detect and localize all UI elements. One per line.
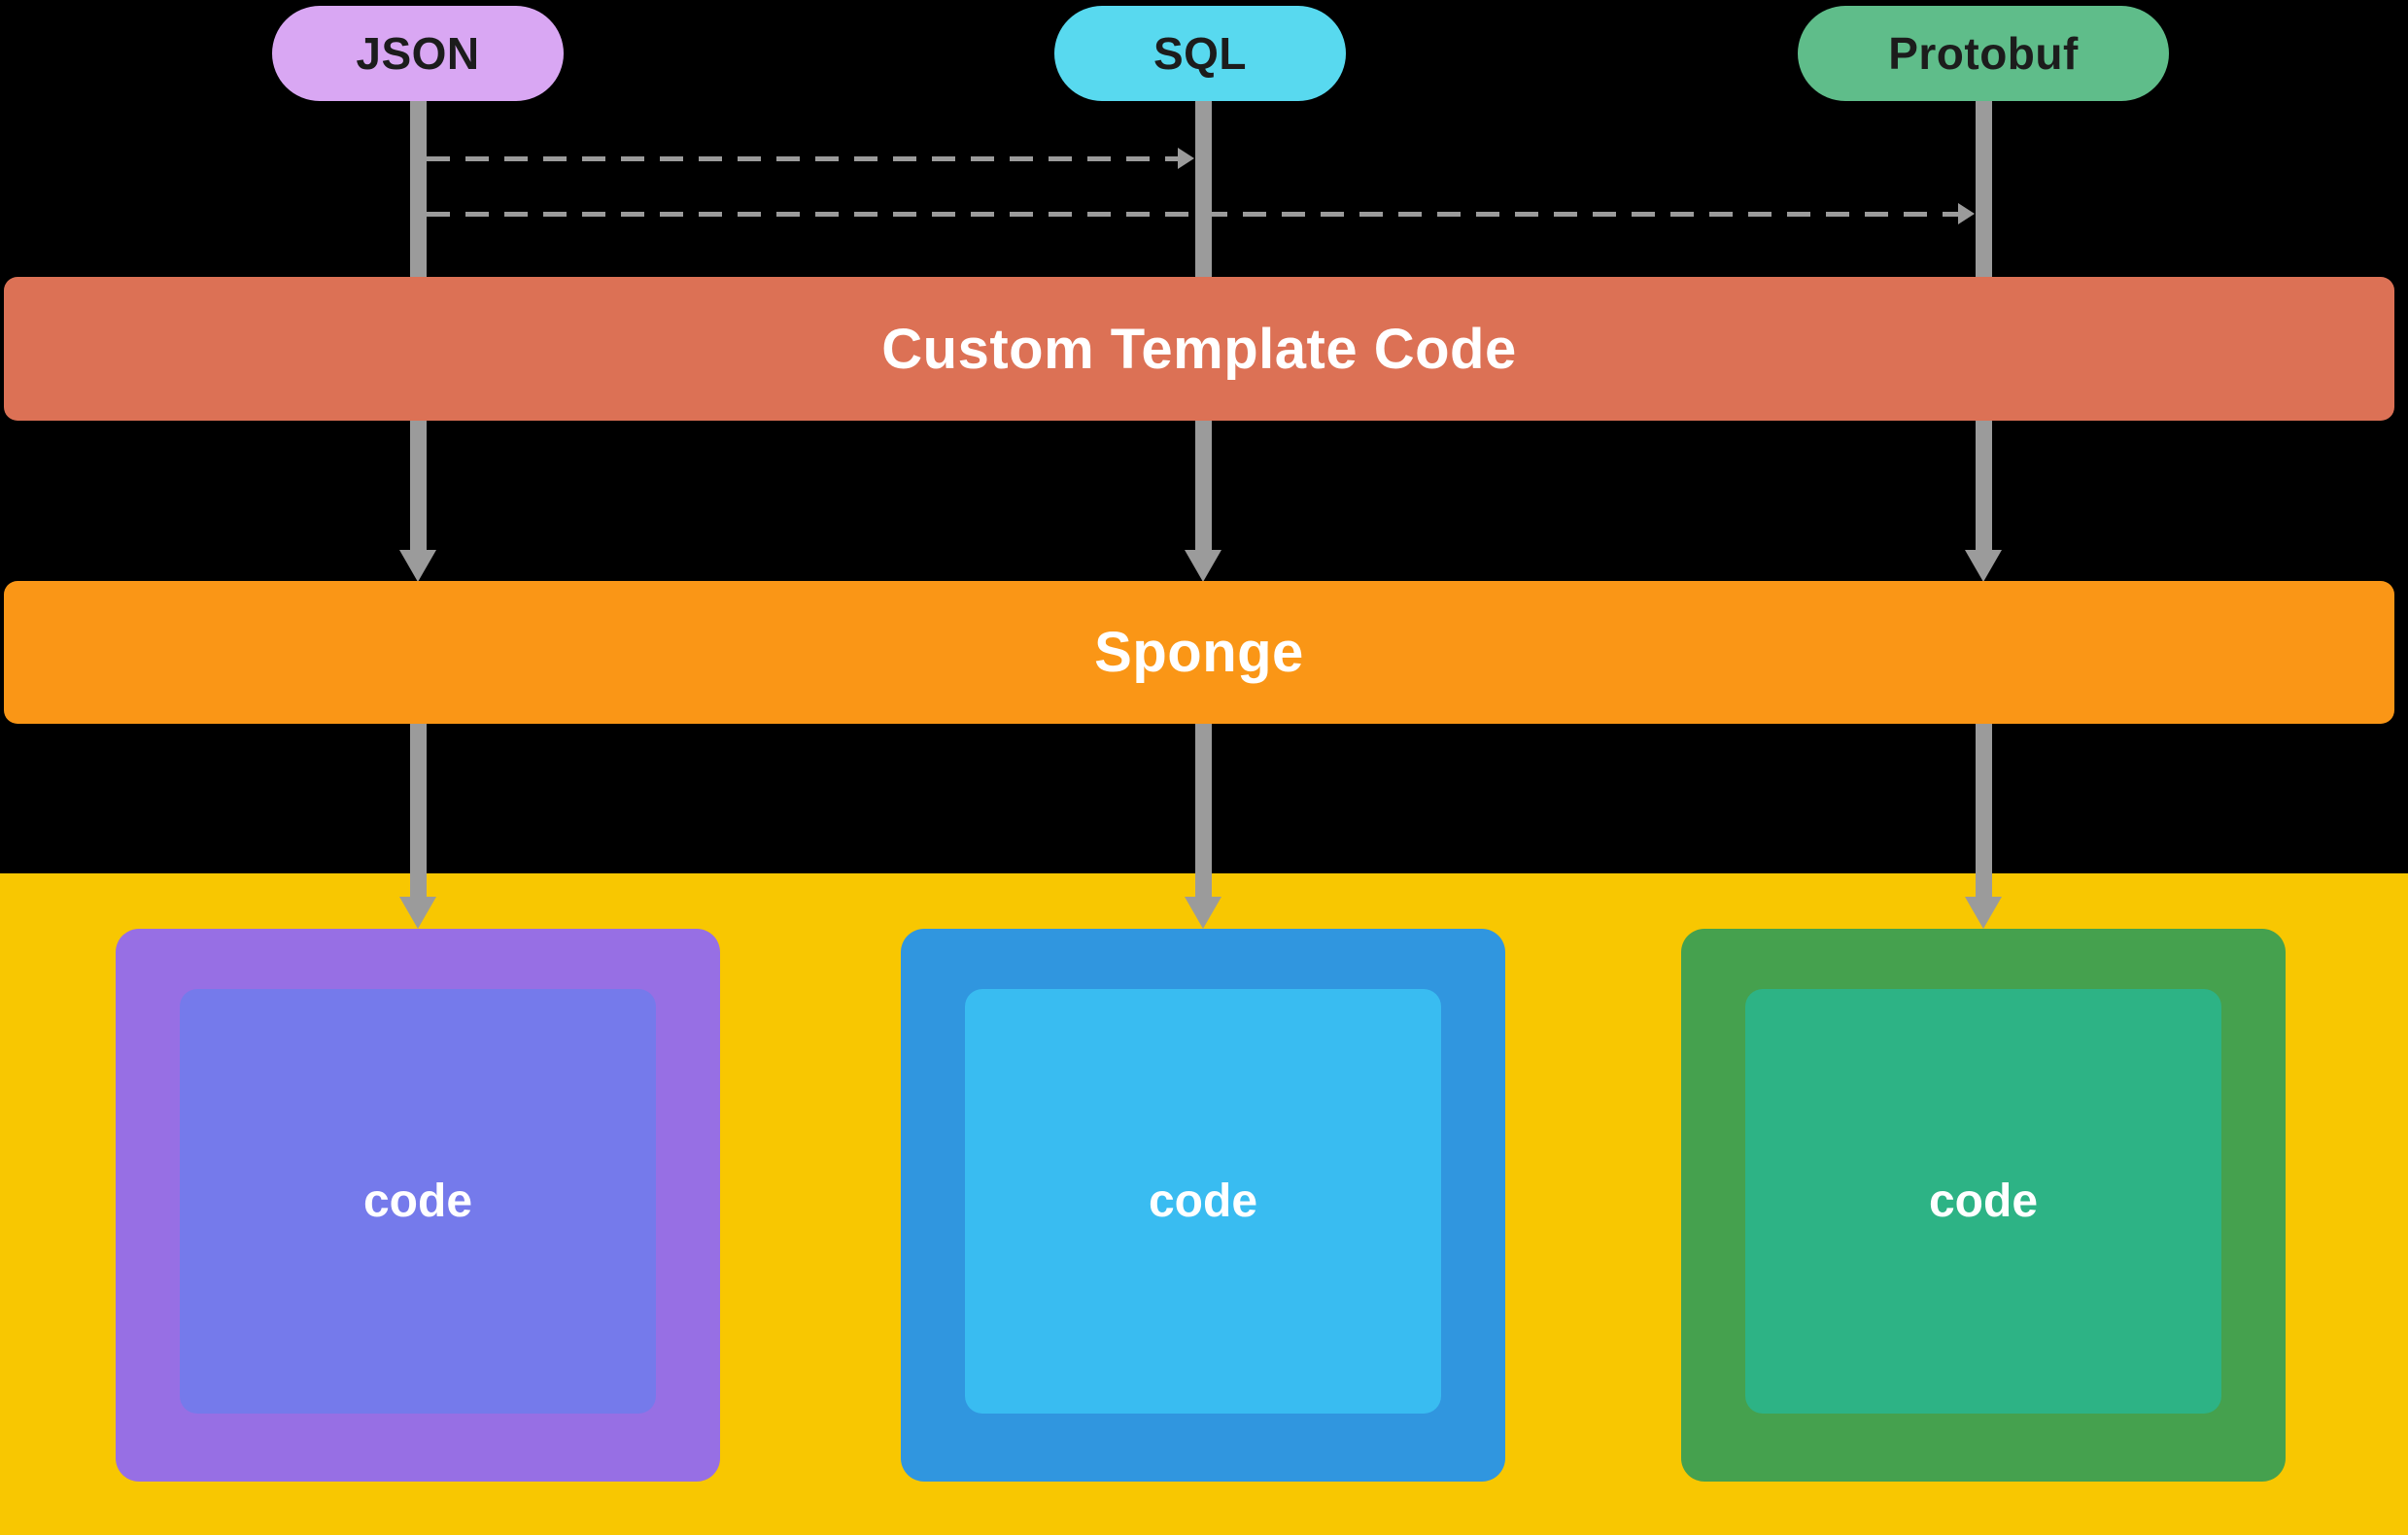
source-pill-label: Protobuf [1888,28,2079,79]
down-arrowhead-icon [1185,550,1221,582]
dashed-connector-json-to-protobuf [427,212,1958,217]
down-arrowhead-icon [1965,550,2002,582]
flow-line-json-mid [410,421,427,551]
source-pill-json: JSON [272,6,564,101]
source-pill-label: JSON [356,28,480,79]
flow-line-json-top [410,101,427,277]
flow-line-sql-mid [1195,421,1212,551]
down-arrowhead-icon [1965,897,2002,929]
layer-bar-label: Sponge [1094,621,1304,684]
down-arrowhead-icon [399,897,436,929]
flow-line-json-bottom [410,724,427,899]
flow-line-sql-bottom [1195,724,1212,899]
code-box-inner: code [1745,989,2221,1414]
code-label: code [1148,1176,1258,1227]
code-box-json: code [116,929,720,1482]
flow-line-sql-top [1195,101,1212,277]
right-arrowhead-icon [1178,148,1194,169]
source-pill-protobuf: Protobuf [1798,6,2169,101]
layer-bar-custom-template-code: Custom Template Code [4,277,2394,421]
layer-bar-sponge: Sponge [4,581,2394,724]
dashed-connector-json-to-sql [427,156,1179,161]
flow-line-protobuf-mid [1976,421,1992,551]
down-arrowhead-icon [399,550,436,582]
code-box-inner: code [965,989,1441,1414]
code-box-protobuf: code [1681,929,2286,1482]
code-label: code [362,1176,473,1227]
flow-line-protobuf-bottom [1976,724,1992,899]
code-label: code [1928,1176,2039,1227]
flow-line-protobuf-top [1976,101,1992,277]
source-pill-label: SQL [1152,28,1248,79]
layer-bar-label: Custom Template Code [881,317,1517,381]
code-box-sql: code [901,929,1505,1482]
down-arrowhead-icon [1185,897,1221,929]
source-pill-sql: SQL [1054,6,1346,101]
right-arrowhead-icon [1958,203,1975,224]
code-box-inner: code [180,989,656,1414]
